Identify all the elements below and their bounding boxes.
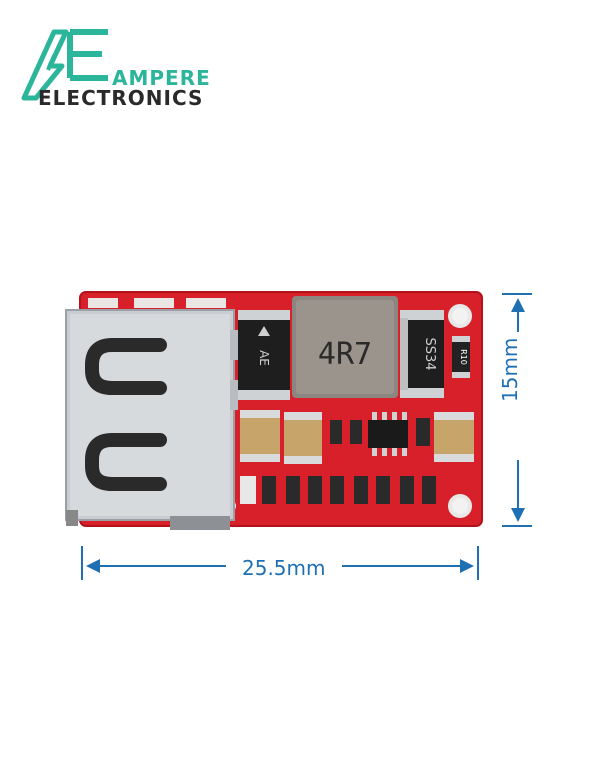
- dimension-width-label: 25.5mm: [236, 556, 332, 580]
- inductor: 4R7: [292, 296, 398, 398]
- dimension-width: [81, 546, 479, 580]
- diode-marking: SS34: [422, 337, 437, 370]
- diode-ss34: SS34: [400, 310, 444, 398]
- logo-line-electronics: ELECTRONICS: [38, 86, 204, 110]
- left-part-marking: AE: [257, 350, 271, 366]
- usb-port: [65, 309, 238, 530]
- diode-left: AE: [238, 310, 290, 400]
- dimension-height-label: 15mm: [498, 331, 522, 408]
- capacitors: [240, 410, 474, 464]
- ae-logo-mark-icon: [21, 29, 108, 101]
- dimension-height: [502, 293, 532, 527]
- resistor-marking: R10: [459, 349, 468, 365]
- logo-line-ampere: AMPERE: [112, 66, 211, 90]
- brand-logo: AMPERE ELECTRONICS: [20, 26, 240, 110]
- resistor-r10: R10: [452, 336, 470, 378]
- smd-components: [240, 418, 436, 504]
- inductor-marking: 4R7: [318, 337, 372, 372]
- ic-chip: [368, 412, 408, 456]
